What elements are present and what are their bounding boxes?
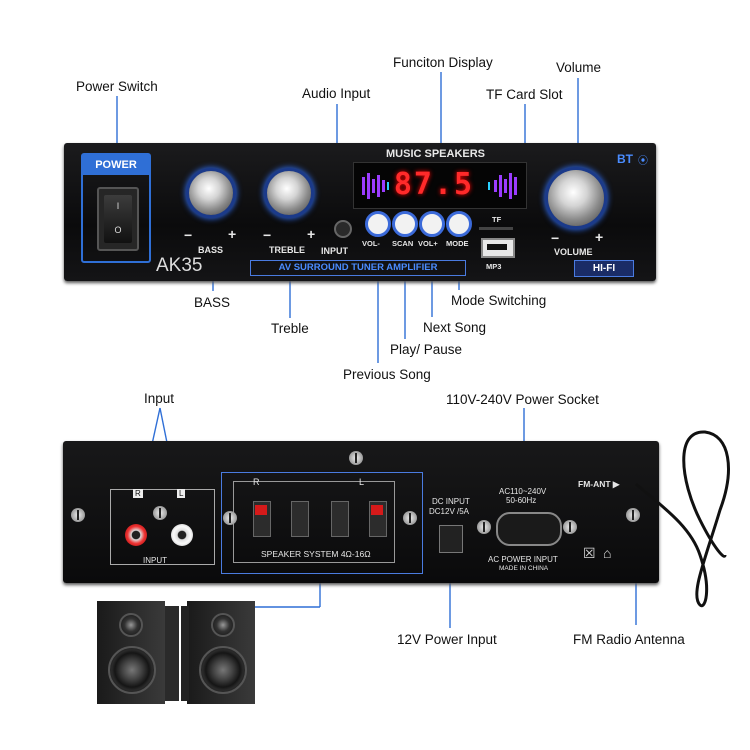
usb-port[interactable]	[481, 238, 515, 258]
bass-knob[interactable]	[189, 171, 233, 215]
function-display: 87.5	[353, 162, 527, 209]
hifi-badge: HI-FI	[574, 260, 634, 277]
speaker-l-negative-terminal[interactable]	[331, 501, 349, 537]
ac-power-socket[interactable]	[496, 512, 562, 546]
previous-song-callout: Previous Song	[343, 367, 431, 382]
spectrum-bars	[362, 173, 517, 199]
speaker-left-tweeter	[119, 613, 143, 637]
rocker-on-mark: I	[116, 201, 120, 211]
volume-knob[interactable]	[548, 170, 604, 226]
bass-plus-mark: +	[228, 226, 237, 242]
rocker-off-mark: O	[114, 225, 122, 235]
rca-screw	[153, 506, 167, 520]
power-rocker-switch[interactable]: I O	[97, 187, 139, 251]
rca-input-label: INPUT	[143, 556, 167, 565]
rca-r-label: R	[133, 489, 143, 498]
speaker-right-side	[181, 606, 189, 701]
audio-input-jack[interactable]	[334, 220, 352, 238]
speaker-l-positive-tab	[371, 505, 383, 515]
rca-right-jack[interactable]	[125, 524, 147, 546]
av-surround-banner: AV SURROUND TUNER AMPLIFIER	[250, 260, 466, 276]
amplifier-front-panel: POWER I O − + BASS − + TREBLE INPUT AK35…	[64, 143, 656, 281]
speaker-screw-right	[403, 511, 417, 525]
rocker-face: I O	[104, 195, 132, 243]
made-in-label: MADE IN CHINA	[499, 565, 549, 572]
speaker-l-mark: L	[359, 477, 365, 487]
amplifier-rear-panel: R L INPUT R L SPEAKER SYSTEM 4Ω-16Ω DC I…	[63, 441, 659, 583]
input-label: INPUT	[321, 246, 348, 256]
scan-button[interactable]	[392, 211, 418, 237]
ac-freq-label: 50-60Hz	[506, 496, 537, 505]
mp3-label: MP3	[486, 262, 502, 271]
speaker-screw-left	[223, 511, 237, 525]
tf-label: TF	[492, 215, 502, 224]
ac-spec-label: AC110~240V	[499, 487, 547, 496]
treble-callout: Treble	[271, 321, 309, 336]
power-switch-housing: POWER I O	[81, 153, 151, 263]
speaker-r-positive-tab	[255, 505, 267, 515]
power-label: POWER	[83, 155, 149, 175]
function-display-callout: Funciton Display	[393, 55, 493, 70]
next-song-callout: Next Song	[423, 320, 487, 335]
volume-plus-mark: +	[595, 229, 604, 245]
rear-screw-left	[71, 508, 85, 522]
treble-knob[interactable]	[267, 171, 311, 215]
frequency-readout: 87.5	[393, 167, 475, 202]
speaker-left	[97, 601, 165, 704]
rear-screw-top	[349, 451, 363, 465]
scan-label: SCAN	[392, 239, 414, 248]
input-callout: Input	[144, 391, 175, 406]
power-input-12v-callout: 12V Power Input	[397, 632, 497, 647]
rca-input-block	[110, 489, 215, 565]
ac-screw-left	[477, 520, 491, 534]
rca-l-label: L	[177, 489, 186, 498]
bluetooth-signal-icon: ⦿	[638, 156, 648, 167]
tf-card-slot-callout: TF Card Slot	[486, 87, 563, 102]
mode-label: MODE	[446, 239, 469, 248]
vol-plus-label: VOL+	[418, 239, 438, 248]
speaker-left-woofer	[108, 646, 156, 694]
indoor-use-icon: ⌂	[603, 545, 612, 561]
speaker-system-label: SPEAKER SYSTEM 4Ω-16Ω	[261, 549, 371, 559]
mode-button[interactable]	[446, 211, 472, 237]
rca-left-jack[interactable]	[171, 524, 193, 546]
treble-minus-mark: −	[263, 227, 272, 243]
speaker-right-woofer	[199, 646, 247, 694]
dc-spec-label: DC12V /5A	[429, 507, 470, 516]
dc-power-jack[interactable]	[439, 525, 463, 553]
speaker-right-tweeter	[211, 613, 235, 637]
speaker-r-mark: R	[253, 477, 260, 487]
power-socket-callout: 110V-240V Power Socket	[446, 392, 599, 407]
bluetooth-label: BT	[617, 152, 633, 166]
volume-minus-mark: −	[551, 230, 560, 246]
weee-bin-icon: ☒	[583, 545, 596, 561]
volume-label: VOLUME	[554, 247, 593, 257]
volume-callout: Volume	[556, 60, 602, 75]
ac-power-input-label: AC POWER INPUT	[488, 555, 558, 564]
dc-input-label: DC INPUT	[432, 497, 470, 506]
vol-minus-label: VOL-	[362, 239, 380, 248]
mode-switching-callout: Mode Switching	[451, 293, 547, 308]
speaker-right	[187, 601, 255, 704]
power-switch-callout: Power Switch	[76, 79, 158, 94]
bass-label: BASS	[198, 245, 224, 255]
audio-input-callout: Audio Input	[302, 86, 371, 101]
bass-minus-mark: −	[184, 227, 193, 243]
speaker-terminal-frame	[221, 472, 423, 574]
rear-screw-right	[626, 508, 640, 522]
play-pause-callout: Play/ Pause	[390, 342, 463, 357]
speaker-left-side	[165, 606, 179, 701]
bass-callout: BASS	[194, 295, 231, 310]
tf-card-slot[interactable]	[479, 227, 513, 230]
speaker-r-negative-terminal[interactable]	[291, 501, 309, 537]
vol-minus-button[interactable]	[365, 211, 391, 237]
treble-plus-mark: +	[307, 226, 316, 242]
treble-label: TREBLE	[269, 245, 305, 255]
fm-ant-label: FM-ANT ▶	[578, 479, 620, 489]
ac-screw-right	[563, 520, 577, 534]
music-speakers-label: MUSIC SPEAKERS	[386, 148, 486, 160]
brand-logo: AK35	[156, 255, 203, 276]
vol-plus-button[interactable]	[419, 211, 445, 237]
fm-antenna-callout: FM Radio Antenna	[573, 632, 685, 647]
